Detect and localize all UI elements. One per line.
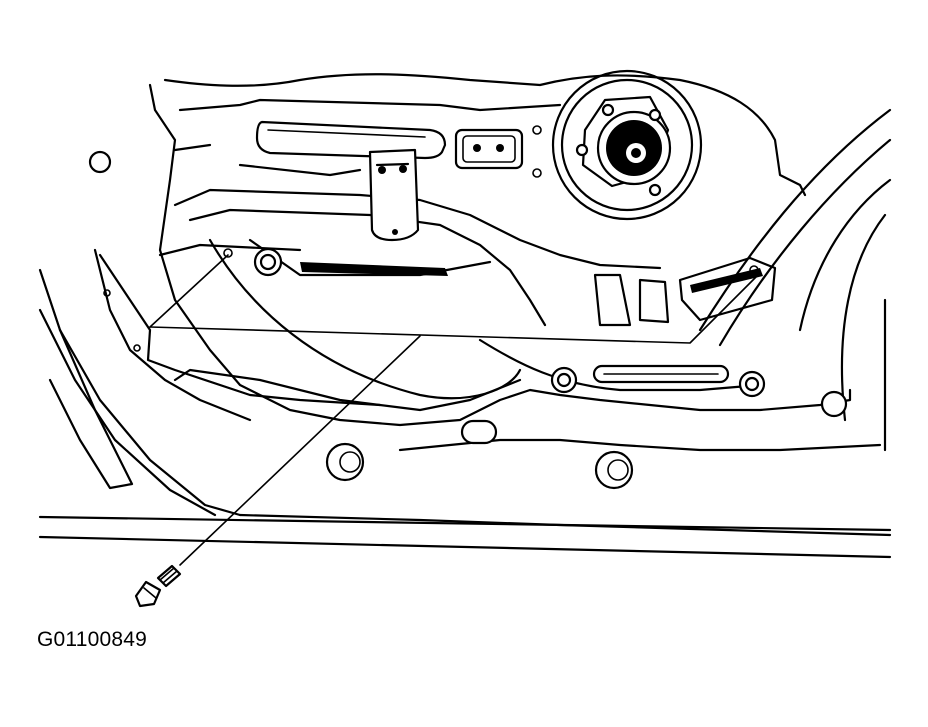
small-holes xyxy=(103,125,759,352)
door-frame xyxy=(38,248,892,559)
handle-recess xyxy=(255,120,447,160)
lower-channel xyxy=(248,238,777,327)
mounting-bracket xyxy=(368,148,420,242)
connector-plug xyxy=(454,128,524,170)
callout-leaders xyxy=(149,254,759,566)
lower-slot xyxy=(592,364,730,384)
figure-code: G01100849 xyxy=(37,628,148,651)
panel-bolts xyxy=(253,247,766,398)
window-regulator-motor xyxy=(551,69,703,221)
bolt-fastener xyxy=(134,564,182,608)
grommets xyxy=(88,150,848,490)
window-frame-curves xyxy=(698,108,892,452)
inner-panel xyxy=(148,73,882,452)
